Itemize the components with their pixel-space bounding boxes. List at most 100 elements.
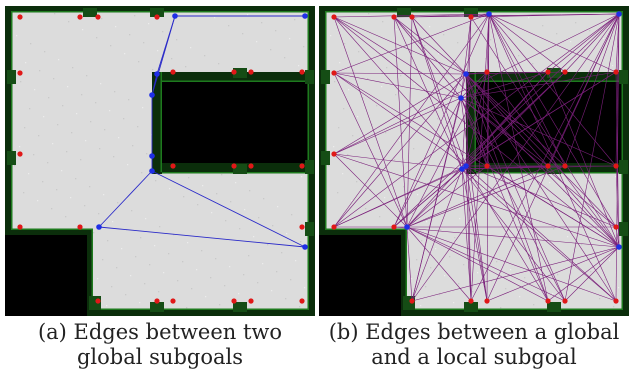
graph-edge: [547, 71, 620, 248]
graph-edge: [465, 165, 617, 228]
local-subgoal-dot: [613, 163, 619, 169]
graph-edge: [411, 16, 467, 167]
floor-texture: [66, 151, 68, 153]
floor-texture: [210, 277, 212, 279]
floor-texture: [163, 272, 165, 274]
graph-edge: [406, 71, 549, 228]
floor-texture: [417, 194, 419, 196]
floor-texture: [425, 286, 427, 288]
local-subgoal-dot: [331, 70, 337, 76]
floor-texture: [82, 29, 84, 31]
wall-edge: [325, 11, 327, 230]
graph-edge: [393, 13, 620, 228]
floor-texture: [396, 29, 398, 31]
floor-texture: [267, 244, 269, 246]
floor-texture: [149, 264, 151, 266]
floor-texture: [201, 250, 203, 252]
graph-edge: [393, 16, 620, 248]
wall-bump: [547, 164, 561, 174]
wall-bump: [321, 70, 330, 84]
floor-texture: [52, 143, 54, 145]
floor-texture: [395, 94, 397, 96]
floor-texture: [612, 65, 614, 67]
floor-texture: [586, 225, 588, 227]
floor-texture: [128, 99, 130, 101]
floor-texture: [221, 174, 223, 176]
local-subgoal-dot: [562, 163, 568, 169]
floor-texture: [139, 302, 141, 304]
local-subgoal-dot: [468, 298, 474, 304]
graph-edge: [470, 16, 620, 248]
floor-texture: [102, 259, 104, 261]
floor-texture: [111, 286, 113, 288]
floor-texture: [466, 69, 468, 71]
floor-texture: [125, 294, 127, 296]
floor-texture: [230, 201, 232, 203]
floor-texture: [430, 267, 432, 269]
global-subgoal-dot: [486, 11, 492, 17]
floor-texture: [100, 83, 102, 85]
graph-edge: [460, 71, 488, 99]
floor-texture: [86, 75, 88, 77]
floor-texture: [456, 107, 458, 109]
floor-texture: [253, 236, 255, 238]
floor-texture: [188, 177, 190, 179]
floor-texture: [472, 291, 474, 293]
local-subgoal-dot: [331, 224, 337, 230]
floor-texture: [121, 248, 123, 250]
graph-edge: [615, 226, 620, 248]
wall-bump: [150, 8, 164, 17]
floor-texture: [23, 192, 25, 194]
graph-edge: [411, 16, 467, 75]
floor-texture: [557, 274, 559, 276]
floor-texture: [71, 132, 73, 134]
floor-texture: [99, 148, 101, 150]
graph-edge: [465, 73, 549, 167]
floor-texture: [219, 304, 221, 306]
floor-texture: [600, 233, 602, 235]
wall-bump: [464, 8, 478, 17]
graph-edge: [333, 97, 462, 155]
floor-texture: [239, 228, 241, 230]
graph-edge: [98, 170, 153, 228]
floor-texture: [446, 145, 448, 147]
floor-texture: [617, 46, 619, 48]
wall-edge: [405, 230, 407, 310]
graph-edge: [393, 16, 467, 75]
floor-texture: [418, 129, 420, 131]
floor-texture: [186, 307, 188, 309]
floor-texture: [148, 23, 150, 25]
floor-texture: [384, 197, 386, 199]
floor-texture: [485, 58, 487, 60]
floor-texture: [376, 105, 378, 107]
wall-bump: [619, 222, 628, 236]
floor-texture: [414, 83, 416, 85]
local-subgoal-dot: [231, 298, 237, 304]
wall-edge: [160, 72, 162, 172]
graph-edge: [406, 71, 488, 228]
floor-texture: [134, 15, 136, 17]
floor-texture: [337, 192, 339, 194]
floor-texture: [413, 148, 415, 150]
floor-texture: [34, 89, 36, 91]
global-subgoal-dot: [172, 13, 178, 19]
floor-texture: [443, 34, 445, 36]
global-subgoal-dot: [154, 71, 160, 77]
floor-texture: [549, 182, 551, 184]
graph-edge: [486, 71, 620, 248]
obstacle-block-bottom-left: [5, 234, 87, 316]
wall-bump: [305, 70, 314, 84]
floor-texture: [581, 244, 583, 246]
global-subgoal-dot: [149, 168, 155, 174]
floor-texture: [362, 97, 364, 99]
floor-texture: [281, 252, 283, 254]
local-subgoal-dot: [545, 298, 551, 304]
floor-texture: [510, 269, 512, 271]
graph-edge: [460, 71, 617, 99]
floor-texture: [389, 178, 391, 180]
wall-edge: [11, 11, 13, 230]
floor-texture: [135, 256, 137, 258]
graph-edge: [393, 97, 462, 228]
floor-texture: [145, 218, 147, 220]
local-subgoal-dot: [484, 69, 490, 75]
